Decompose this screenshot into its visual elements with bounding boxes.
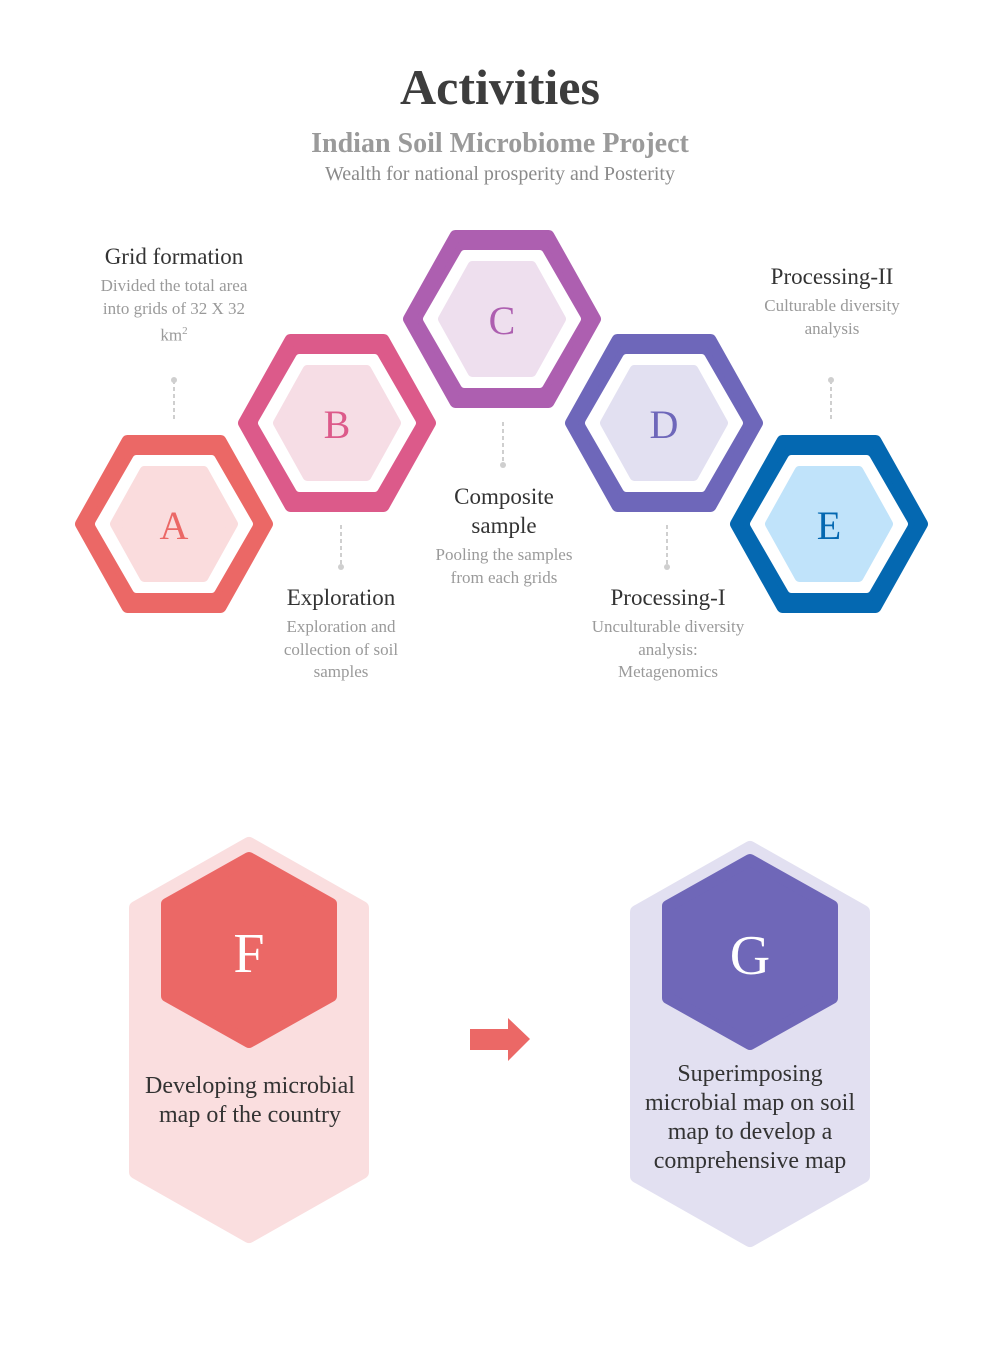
superscript: 2 bbox=[182, 325, 188, 337]
hexagon-inner-b bbox=[273, 365, 401, 481]
step-title: Exploration bbox=[286, 585, 396, 610]
hexagon-letter-d: D bbox=[650, 402, 679, 447]
arrow-right-icon bbox=[470, 1018, 530, 1061]
hexagon-inner-e bbox=[765, 466, 893, 582]
step-title: Processing-II bbox=[770, 264, 894, 289]
hexagon-inner-a bbox=[110, 466, 238, 582]
page-title: Activities bbox=[400, 59, 600, 115]
hexagon-letter-b: B bbox=[324, 402, 351, 447]
outcome-text-f: Developing microbial map of the country bbox=[145, 1073, 355, 1128]
step-label-c: Composite sample Pooling the samples fro… bbox=[394, 482, 614, 589]
step-description-text: Divided the total area into grids of 32 … bbox=[100, 276, 248, 345]
step-description: Pooling the samples from each grids bbox=[435, 545, 573, 587]
step-description: Culturable diversity analysis bbox=[764, 296, 900, 338]
connector-dot-b bbox=[338, 564, 344, 570]
step-label-b: Exploration Exploration and collection o… bbox=[231, 583, 451, 684]
step-label-a: Grid formation Divided the total area in… bbox=[64, 242, 284, 347]
hexagon-inner-c bbox=[438, 261, 566, 377]
step-description: Unculturable diversity analysis: Metagen… bbox=[591, 617, 745, 681]
step-label-d: Processing-I Unculturable diversity anal… bbox=[558, 583, 778, 684]
project-tagline: Wealth for national prosperity and Poste… bbox=[325, 163, 675, 185]
outcome-hexagon-f bbox=[161, 852, 337, 1048]
step-description: Exploration and collection of soil sampl… bbox=[283, 617, 399, 681]
project-subtitle: Indian Soil Microbiome Project bbox=[311, 128, 689, 159]
connector-dot-c bbox=[500, 462, 506, 468]
connector-dot-a bbox=[171, 377, 177, 383]
outcome-letter-f: F bbox=[233, 923, 264, 985]
step-title: Grid formation bbox=[104, 244, 244, 269]
hexagon-letter-a: A bbox=[160, 503, 189, 548]
outcome-text-g: Superimposing microbial map on soil map … bbox=[645, 1061, 855, 1174]
hexagon-letter-e: E bbox=[817, 503, 841, 548]
step-description: Divided the total area into grids of 32 … bbox=[99, 275, 249, 347]
connector-dot-d bbox=[664, 564, 670, 570]
hexagon-inner-d bbox=[600, 365, 728, 481]
step-title: Processing-I bbox=[610, 585, 726, 610]
hexagon-letter-c: C bbox=[489, 298, 516, 343]
step-label-e: Processing-II Culturable diversity analy… bbox=[722, 262, 942, 340]
outcome-letter-g: G bbox=[730, 925, 770, 987]
outcome-hexagon-g bbox=[662, 854, 838, 1050]
connector-dot-e bbox=[828, 377, 834, 383]
step-title: Composite sample bbox=[454, 484, 554, 538]
